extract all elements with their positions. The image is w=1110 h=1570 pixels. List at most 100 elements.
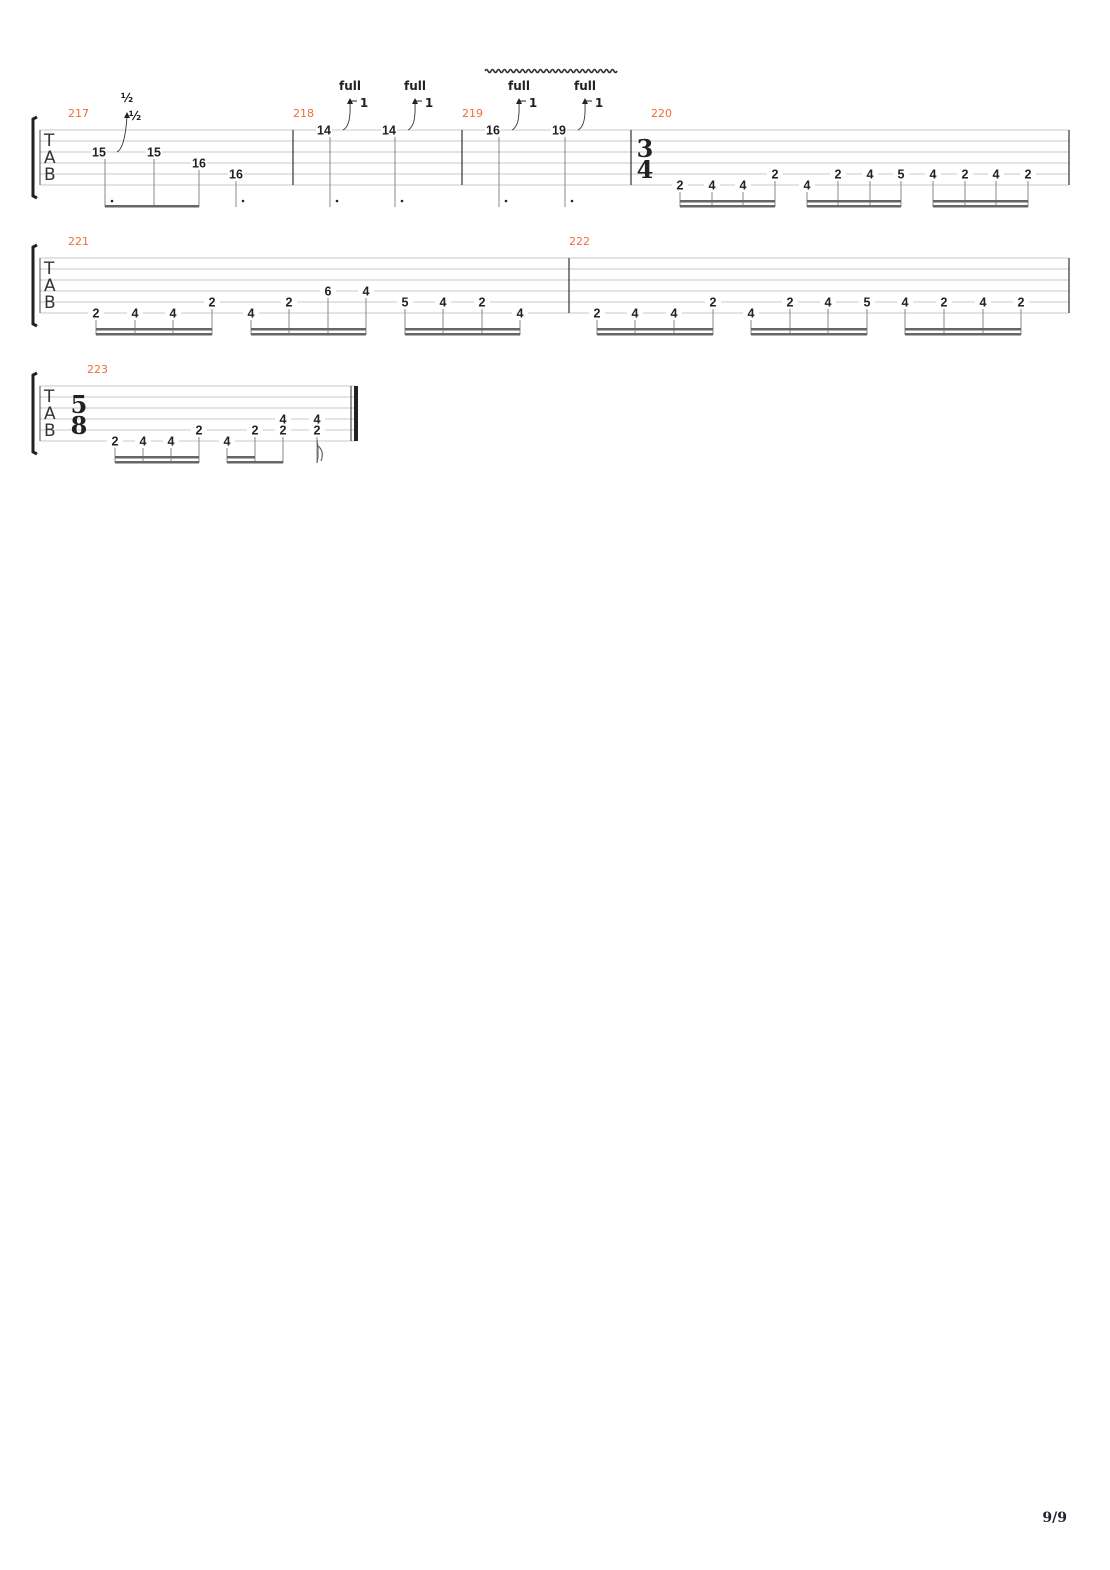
- fret-number: 4: [993, 168, 1000, 182]
- fret-background: [309, 424, 325, 435]
- bend-release-label: ½: [129, 109, 141, 123]
- secondary-beam: [807, 200, 901, 203]
- fret-background: [551, 124, 567, 135]
- measure-number: 218: [293, 107, 314, 120]
- eighth-note-flag: [316, 439, 323, 464]
- bend-value-label: 1: [595, 96, 603, 110]
- fret-number: 5: [898, 168, 905, 182]
- fret-background: [146, 146, 162, 157]
- fret-number: 4: [132, 307, 139, 321]
- fret-background: [820, 296, 836, 307]
- fret-background: [88, 307, 104, 318]
- fret-number: 2: [835, 168, 842, 182]
- fret-number: 16: [486, 124, 500, 138]
- fret-background: [397, 296, 413, 307]
- fret-number: 4: [224, 435, 231, 449]
- fret-number: 2: [479, 296, 486, 310]
- fret-number: 4: [709, 179, 716, 193]
- fret-number: 6: [325, 285, 332, 299]
- time-signature-bottom: 4: [637, 155, 654, 184]
- fret-background: [936, 296, 952, 307]
- fret-number: 4: [140, 435, 147, 449]
- fret-background: [474, 296, 490, 307]
- fret-background: [309, 413, 325, 424]
- fret-number: 2: [280, 424, 287, 438]
- tab-clef-letter: A: [44, 148, 56, 168]
- measure-number: 220: [651, 107, 672, 120]
- bend-value-label: 1: [360, 96, 368, 110]
- measure-number: 221: [68, 235, 89, 248]
- fret-background: [107, 435, 123, 446]
- fret-number: 2: [962, 168, 969, 182]
- fret-number: 4: [902, 296, 909, 310]
- beam: [751, 333, 867, 336]
- rhythm-dot: [504, 199, 508, 203]
- secondary-beam: [597, 328, 713, 331]
- bend-arrow-icon: [124, 112, 130, 118]
- fret-number: 4: [825, 296, 832, 310]
- fret-background: [320, 285, 336, 296]
- fret-number: 2: [1018, 296, 1025, 310]
- fret-number: 4: [930, 168, 937, 182]
- tab-clef-letter: B: [44, 421, 56, 441]
- fret-number: 14: [382, 124, 396, 138]
- bend-value-label: 1: [529, 96, 537, 110]
- fret-number: 5: [402, 296, 409, 310]
- fret-number: 4: [671, 307, 678, 321]
- bend-value-label: 1: [425, 96, 433, 110]
- fret-number: 4: [740, 179, 747, 193]
- fret-number: 4: [280, 413, 287, 427]
- system-bracket: [31, 115, 38, 200]
- system-bracket: [31, 243, 38, 328]
- beam: [905, 333, 1021, 336]
- fret-number: 4: [517, 307, 524, 321]
- fret-background: [830, 168, 846, 179]
- fret-background: [219, 435, 235, 446]
- fret-background: [358, 285, 374, 296]
- beam: [933, 205, 1028, 208]
- fret-number: 4: [170, 307, 177, 321]
- fret-number: 2: [314, 424, 321, 438]
- fret-number: 14: [317, 124, 331, 138]
- fret-number: 4: [168, 435, 175, 449]
- fret-number: 4: [804, 179, 811, 193]
- fret-background: [988, 168, 1004, 179]
- fret-background: [512, 307, 528, 318]
- beam: [115, 461, 199, 464]
- secondary-beam: [227, 456, 255, 459]
- fret-background: [135, 435, 151, 446]
- beam: [405, 333, 520, 336]
- bend-amount-label: full: [574, 79, 596, 93]
- bend-curve: [577, 103, 586, 131]
- beam: [597, 333, 713, 336]
- tab-clef-letter: A: [44, 404, 56, 424]
- page-number: 9/9: [1042, 1510, 1067, 1526]
- fret-number: 4: [440, 296, 447, 310]
- fret-number: 2: [209, 296, 216, 310]
- bend-amount-label: ½: [121, 91, 133, 105]
- fret-number: 4: [748, 307, 755, 321]
- bend-curve: [342, 103, 351, 131]
- fret-number: 5: [864, 296, 871, 310]
- measure-number: 217: [68, 107, 89, 120]
- fret-number: 2: [787, 296, 794, 310]
- fret-background: [672, 179, 688, 190]
- fret-background: [243, 307, 259, 318]
- fret-background: [165, 307, 181, 318]
- fret-background: [191, 424, 207, 435]
- fret-background: [589, 307, 605, 318]
- beam: [251, 333, 366, 336]
- beam: [96, 333, 212, 336]
- fret-number: 4: [980, 296, 987, 310]
- fret-number: 2: [677, 179, 684, 193]
- fret-background: [247, 424, 263, 435]
- secondary-beam: [251, 328, 366, 331]
- time-signature-top: 5: [71, 390, 88, 419]
- beam: [227, 461, 283, 464]
- fret-background: [799, 179, 815, 190]
- fret-background: [281, 296, 297, 307]
- tab-clef-letter: A: [44, 276, 56, 296]
- fret-number: 4: [867, 168, 874, 182]
